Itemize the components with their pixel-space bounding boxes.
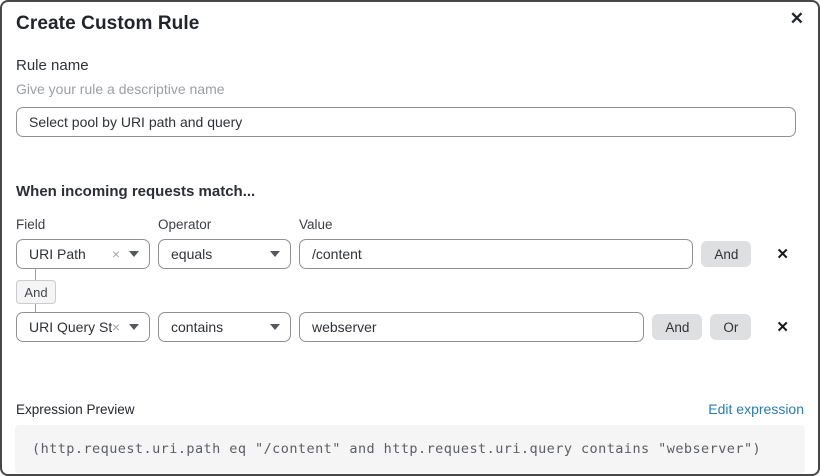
connector-line: [35, 304, 36, 312]
connector-line: [35, 269, 36, 280]
chevron-down-icon: [270, 324, 280, 330]
value-column-label: Value: [299, 217, 333, 232]
field-column-label: Field: [16, 217, 46, 232]
delete-row2-icon[interactable]: ✕: [776, 318, 789, 336]
condition-row-1: URI Path × equals And ✕: [16, 239, 804, 269]
condition-column-labels: Field Operator Value: [16, 217, 804, 232]
rule-name-label: Rule name: [16, 57, 89, 74]
operator-select-row2[interactable]: contains: [158, 312, 291, 342]
operator-select-row1[interactable]: equals: [158, 239, 291, 269]
delete-row1-icon[interactable]: ✕: [776, 245, 789, 263]
condition-row-2: URI Query St... × contains And Or ✕: [16, 312, 804, 342]
expression-code-preview: (http.request.uri.path eq "/content" and…: [15, 425, 805, 473]
chevron-down-icon: [129, 251, 139, 257]
connector-and-badge[interactable]: And: [16, 280, 56, 304]
operator-select-row2-value: contains: [171, 319, 224, 335]
remove-selection-icon[interactable]: ×: [111, 319, 120, 335]
operator-select-row1-value: equals: [171, 246, 213, 262]
value-input-row1[interactable]: [299, 239, 694, 269]
field-select-row1[interactable]: URI Path ×: [16, 239, 150, 269]
edit-expression-link[interactable]: Edit expression: [708, 401, 804, 417]
rule-name-input[interactable]: [16, 107, 796, 137]
field-select-row2[interactable]: URI Query St... ×: [16, 312, 150, 342]
chevron-down-icon: [129, 324, 139, 330]
or-button-row2[interactable]: Or: [710, 314, 752, 340]
chevron-down-icon: [270, 251, 280, 257]
row-connector: And: [16, 269, 804, 312]
dialog-title: Create Custom Rule: [16, 13, 200, 34]
operator-column-label: Operator: [158, 217, 212, 232]
match-section-heading: When incoming requests match...: [16, 183, 256, 200]
and-button-row1[interactable]: And: [701, 241, 752, 267]
and-button-row2[interactable]: And: [652, 314, 703, 340]
value-input-row2[interactable]: [299, 312, 645, 342]
field-select-row2-value: URI Query St...: [29, 319, 112, 335]
expression-preview-header: Expression Preview Edit expression: [16, 401, 804, 417]
expression-preview-label: Expression Preview: [16, 401, 135, 417]
remove-selection-icon[interactable]: ×: [111, 246, 120, 262]
close-icon[interactable]: ✕: [789, 9, 804, 28]
rule-name-helper-text: Give your rule a descriptive name: [16, 81, 225, 97]
field-select-row1-value: URI Path: [29, 246, 86, 262]
